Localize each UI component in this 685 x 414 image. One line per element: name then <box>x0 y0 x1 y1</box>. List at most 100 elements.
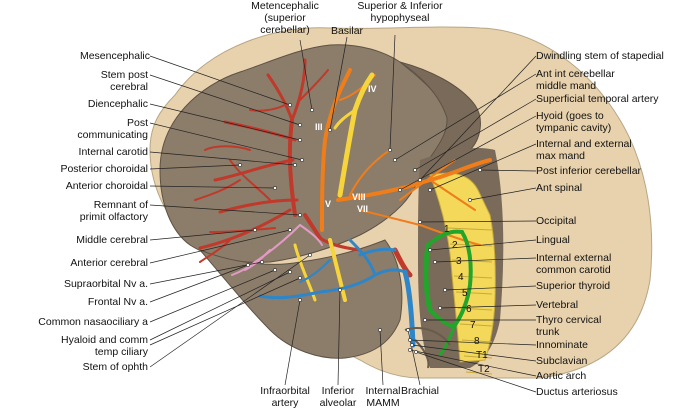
leader-dot <box>308 253 312 257</box>
blue-arteries <box>258 238 416 348</box>
leader-line <box>399 115 537 191</box>
leader-line <box>434 257 537 263</box>
vertebra-divider <box>447 227 493 231</box>
leader-line <box>149 164 241 170</box>
leader-dot <box>288 103 292 107</box>
leader-line <box>149 269 276 323</box>
leader-dot <box>298 213 302 217</box>
leader-dot <box>298 298 302 302</box>
leader-line <box>149 122 303 161</box>
leader-line <box>479 169 537 172</box>
leader-dot <box>288 228 292 232</box>
leader-line <box>411 344 537 362</box>
red-arteries <box>194 58 413 278</box>
leader-line <box>429 239 537 251</box>
label-vertebral: Vertebral <box>536 299 579 311</box>
leader-line <box>409 339 537 346</box>
leader-line <box>149 264 249 303</box>
label-anterior-cerebral: Anterior cerebral <box>70 257 148 269</box>
label-internal-mamm: Internal MAMM <box>365 385 401 409</box>
leader-dot <box>273 186 277 190</box>
leader-dot <box>438 306 442 310</box>
leader-dot <box>328 128 332 132</box>
label-subclavian: Subclavian <box>536 355 588 367</box>
label-diencephalic: Diencephalic <box>87 98 148 110</box>
leader-line <box>149 74 301 126</box>
label-superior-thyroid: Superior thyroid <box>536 280 611 292</box>
vertebra-divider <box>453 275 493 279</box>
leader-line <box>394 73 537 161</box>
label-post-inferior-cerebellar: Post inferior cerebellar <box>536 165 642 177</box>
leader-line <box>415 351 537 393</box>
label-metencephalic: Metencephalic (superior cerebellar) <box>251 0 319 36</box>
vertebra-divider <box>463 355 493 359</box>
leader-dot <box>378 328 382 332</box>
vertebra-divider <box>455 291 493 295</box>
segment-4: 4 <box>458 272 464 283</box>
label-hyaloid-comm-temp-ciliary: Hyaloid and comm temp ciliary <box>61 334 148 358</box>
label-remnant-primit-olfactory: Remnant of primit olfactory <box>79 199 148 223</box>
leader-line <box>149 151 296 166</box>
label-inferior-alveolar: Inferior alveolar <box>319 385 357 409</box>
yellow-arteries <box>293 72 375 302</box>
leader-dot <box>408 348 412 352</box>
leader-dot <box>428 188 432 192</box>
segment-7: 7 <box>470 320 476 331</box>
leader-dot <box>310 108 314 112</box>
vertebra-divider <box>449 243 493 247</box>
label-aortic-arch: Aortic arch <box>536 370 587 382</box>
leader-line <box>149 204 301 216</box>
leader-line <box>469 187 537 201</box>
segment-8: 8 <box>474 336 480 347</box>
label-thyro-cervical-trunk: Thyro cervical trunk <box>536 314 602 338</box>
segment-2: 2 <box>452 240 458 251</box>
roman-numeral-vii: VII <box>357 204 368 214</box>
leader-line <box>149 254 311 368</box>
segment-t2: T2 <box>478 364 490 375</box>
vertebra-divider <box>461 339 493 343</box>
leader-line <box>444 285 537 291</box>
label-lingual: Lingual <box>536 234 570 246</box>
leader-line <box>389 34 396 151</box>
label-superficial-temporal: Superficial temporal artery <box>536 93 659 105</box>
leader-line <box>149 229 291 264</box>
leader-dot <box>418 220 422 224</box>
label-posterior-choroidal: Posterior choroidal <box>60 163 148 175</box>
segment-3: 3 <box>456 256 462 267</box>
leader-dot <box>414 350 418 354</box>
leader-dot <box>288 270 292 274</box>
roman-numeral-v: V <box>325 199 331 209</box>
leader-dot <box>418 178 422 182</box>
leader-dot <box>298 123 302 127</box>
label-ant-int-cerebellar: Ant int cerebellar middle mand <box>536 68 615 92</box>
leader-line <box>149 185 276 189</box>
label-mesencephalic: Mesencephalic <box>79 50 150 62</box>
leader-dot <box>468 198 472 202</box>
leader-line <box>149 103 301 141</box>
leader-dot <box>253 228 257 232</box>
segment-t1: T1 <box>476 350 488 361</box>
leader-dot <box>293 163 297 167</box>
leader-dot <box>393 158 397 162</box>
segment-6: 6 <box>466 304 472 315</box>
label-stem-post-cerebral: Stem post cerebral <box>100 69 148 93</box>
leader-line <box>149 55 291 106</box>
leader-line <box>409 349 537 377</box>
label-int-ext-max-mand: Internal and external max mand <box>536 138 632 162</box>
vertebral-column <box>429 172 496 363</box>
leader-line <box>299 39 313 111</box>
label-occipital: Occipital <box>536 215 577 227</box>
label-innominate: Innominate <box>536 339 588 351</box>
label-middle-cerebral: Middle cerebral <box>76 234 148 246</box>
segment-5: 5 <box>462 288 468 299</box>
roman-numeral-viii: VIII <box>352 192 366 202</box>
leader-dot <box>246 263 250 267</box>
label-int-ext-common-carotid: Internal external common carotid <box>536 252 612 276</box>
label-infraorbital-artery: Infraorbital artery <box>260 385 310 409</box>
label-sup-inf-hypophyseal: Superior & Inferior hypophyseal <box>357 0 443 24</box>
label-internal-carotid: Internal carotid <box>78 146 148 158</box>
label-basilar: Basilar <box>330 25 364 37</box>
leader-line <box>149 271 291 341</box>
leader-line <box>414 98 537 171</box>
